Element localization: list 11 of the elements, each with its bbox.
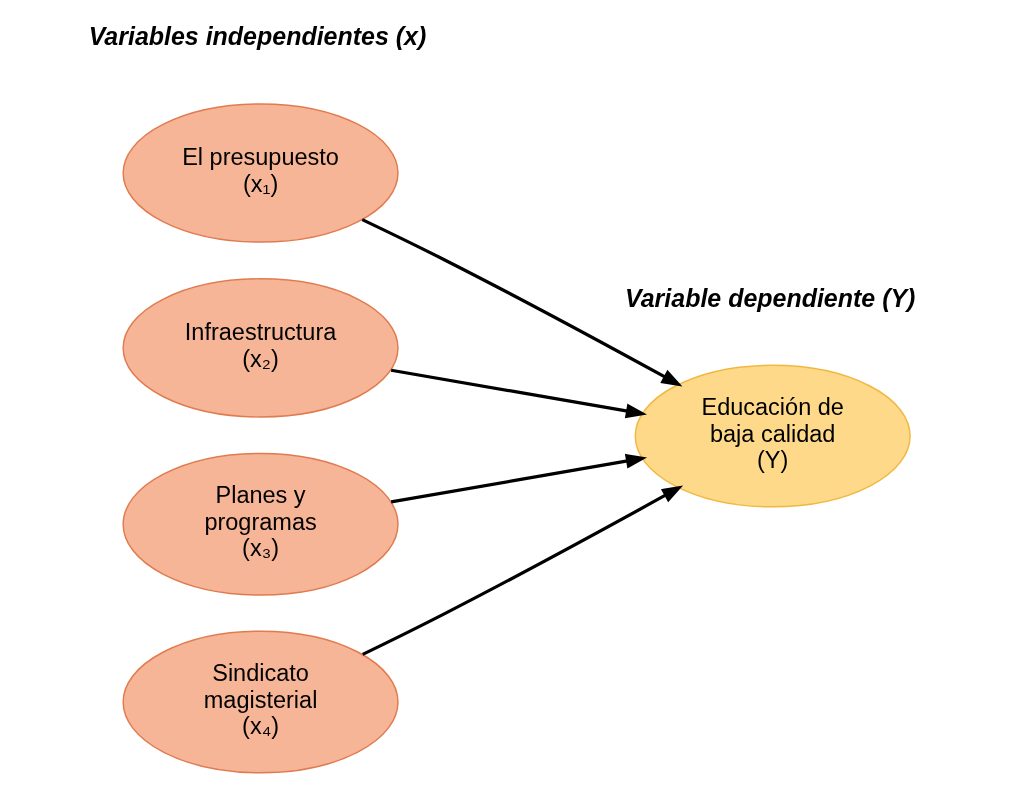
node-ellipse: El presupuesto (x₁) xyxy=(122,103,399,243)
node-ellipse: Infraestructura (x₂) xyxy=(122,278,399,418)
arrow xyxy=(390,453,648,504)
node-ellipse: Planes y programas (x₃) xyxy=(122,452,399,596)
label: Variable dependiente (Y) xyxy=(625,283,916,312)
arrow xyxy=(390,368,648,419)
node-ellipse: Educación de baja calidad (Y) xyxy=(634,364,911,508)
arrow xyxy=(362,485,684,656)
node-ellipse: Sindicato magisterial (x₄) xyxy=(122,630,399,774)
label: Variables independientes (x) xyxy=(88,22,427,51)
arrow xyxy=(361,218,683,387)
